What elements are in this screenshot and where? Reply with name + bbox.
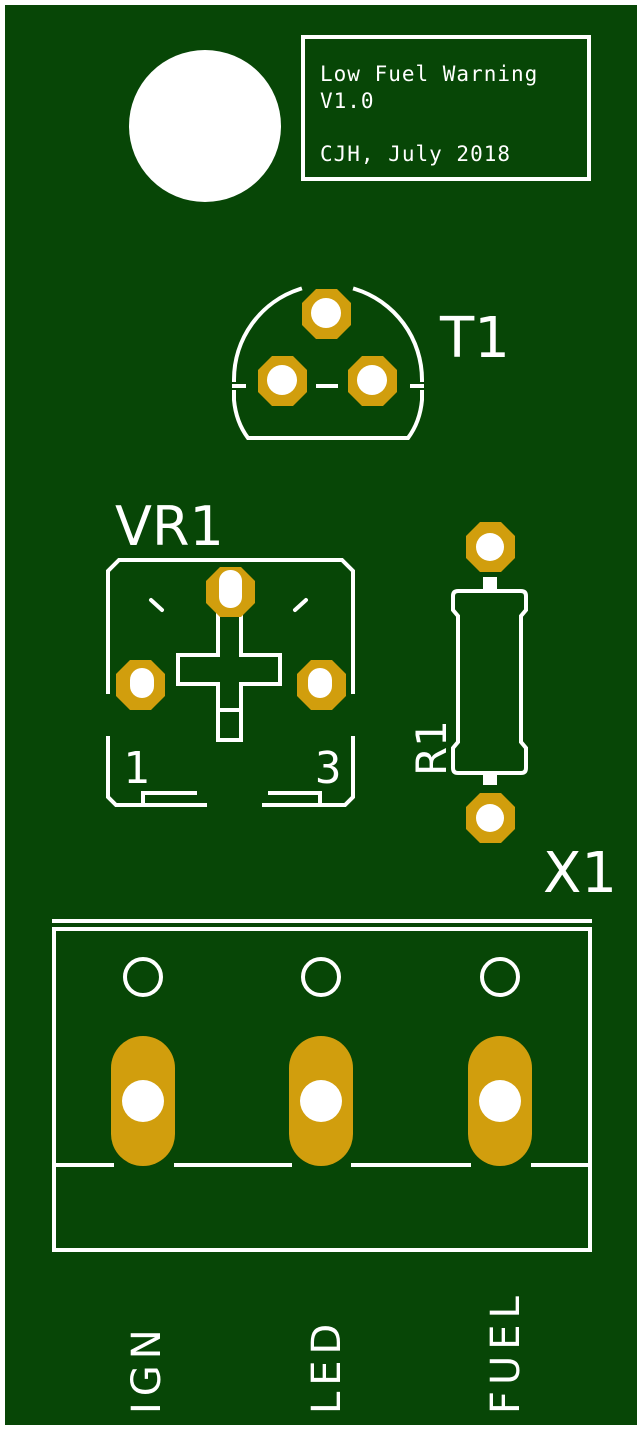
x1-outline-body (52, 927, 592, 1252)
x1-screw-2 (301, 957, 341, 997)
vr1-pin1-marker (141, 791, 197, 807)
t1-drill-left (267, 365, 297, 395)
title-block-frame (301, 35, 591, 181)
x1-designator: X1 (543, 841, 617, 906)
connector-x1: X1 (52, 841, 617, 1252)
x1-drill-1 (122, 1080, 164, 1122)
x1-drill-2 (300, 1080, 342, 1122)
vr1-tick-left (149, 598, 164, 612)
vr1-drill-3 (308, 668, 332, 698)
x1-screw-3 (480, 957, 520, 997)
mounting-hole (129, 50, 281, 202)
x1-screw-1 (123, 957, 163, 997)
board-substrate (5, 5, 637, 1425)
r1-body-outline (451, 589, 528, 775)
trimpot-vr1: VR1 1 3 (106, 495, 355, 807)
vr1-designator: VR1 (115, 495, 224, 558)
vr1-pin3-marker (268, 791, 322, 807)
t1-designator: T1 (439, 306, 510, 371)
vr1-adjust-stem (216, 708, 243, 742)
r1-drill-bottom (476, 804, 504, 832)
resistor-r1: R1 (407, 522, 528, 843)
r1-designator: R1 (407, 720, 456, 776)
vr1-pin1-label: 1 (123, 743, 150, 794)
t1-drill-top (311, 298, 341, 328)
transistor-t1: T1 (231, 286, 510, 440)
r1-drill-top (476, 533, 504, 561)
t1-outline-right-arc (352, 286, 425, 383)
vr1-outline-bottom-left (106, 736, 207, 807)
title-line-2: V1.0 (320, 89, 375, 113)
vr1-outline-top (106, 558, 355, 694)
vr1-pin3-label: 3 (315, 743, 342, 794)
vr1-outline-bottom-right (262, 736, 355, 807)
label-led: LED (304, 1318, 350, 1414)
title-block: Low Fuel Warning V1.0 CJH, July 2018 (301, 35, 591, 181)
t1-outline-flat (232, 390, 424, 440)
title-line-3: CJH, July 2018 (320, 142, 511, 166)
x1-drill-3 (479, 1080, 521, 1122)
vr1-tick-right (293, 598, 308, 612)
t1-outline-left-arc (231, 286, 303, 383)
vr1-drill-1 (130, 668, 154, 698)
label-ign: IGN (124, 1323, 170, 1414)
r1-lead-bottom (483, 773, 497, 785)
t1-drill-right (357, 365, 387, 395)
label-fuel: FUEL (483, 1290, 529, 1414)
r1-lead-top (483, 577, 497, 591)
connector-labels: IGN LED FUEL (124, 1290, 529, 1414)
title-line-1: Low Fuel Warning (320, 62, 538, 86)
vr1-drill-wiper (219, 570, 242, 608)
